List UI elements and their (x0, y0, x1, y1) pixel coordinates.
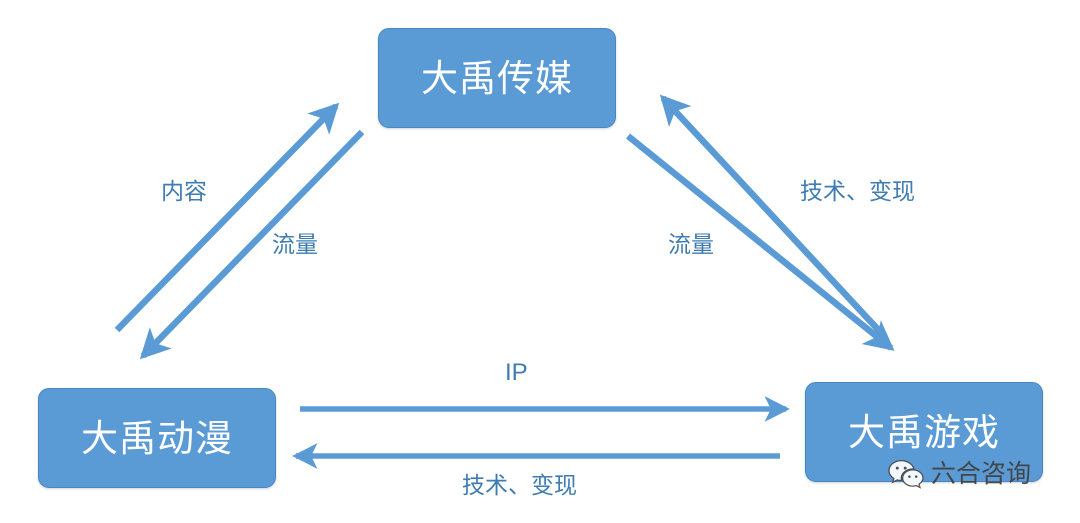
wechat-icon (888, 459, 924, 489)
node-label: 大禹游戏 (848, 411, 1000, 453)
edge-game-to-media-line (659, 94, 887, 339)
edge-anime-to-media-line (114, 102, 340, 333)
node-dayu-media[interactable]: 大禹传媒 (378, 28, 616, 128)
node-dayu-anime[interactable]: 大禹动漫 (38, 388, 276, 488)
node-label: 大禹传媒 (421, 57, 573, 99)
edge-label-tech-monetization-bottom: 技术、变现 (462, 472, 577, 498)
watermark: 六合咨询 (888, 459, 1031, 489)
edge-media-to-game-line (625, 133, 895, 351)
edge-label-flow-right: 流量 (668, 231, 714, 257)
edge-label-flow-left: 流量 (272, 231, 318, 257)
node-dayu-game[interactable]: 大禹游戏 (805, 382, 1043, 482)
edge-label-tech-monetization-right: 技术、变现 (800, 178, 915, 204)
watermark-text: 六合咨询 (931, 459, 1032, 488)
edge-media-to-anime-line (139, 129, 365, 360)
node-label: 大禹动漫 (81, 417, 233, 459)
edge-label-content: 内容 (161, 178, 207, 204)
edge-label-ip: IP (505, 359, 528, 386)
